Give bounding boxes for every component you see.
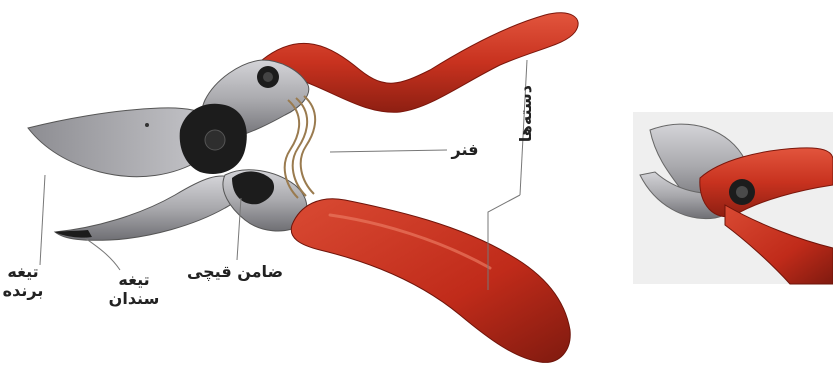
label-anvil-blade: تیغه سندان [108,270,160,308]
label-safety-catch-text: ضامن قیچی [180,262,290,281]
label-spring: فنر [445,140,485,159]
label-spring-text: فنر [445,140,485,159]
label-anvil-blade-line1: تیغه [108,270,160,289]
label-safety-catch: ضامن قیچی [180,262,290,281]
label-handles-text: دسته‌ها [516,85,535,142]
leader-cutting-blade [40,175,45,265]
lower-handle [291,199,570,363]
label-cutting-blade-line1: تیغه [2,262,44,281]
leader-anvil-blade [85,238,120,270]
label-handles: دسته‌ها [516,85,536,165]
leader-spring [330,150,447,152]
label-cutting-blade-line2: برنده [2,281,44,300]
pivot-plate [180,104,247,174]
anvil-blade [55,176,242,240]
label-cutting-blade: تیغه برنده [2,262,44,300]
label-anvil-blade-line2: سندان [108,289,160,308]
side-closeup-image [633,112,833,284]
